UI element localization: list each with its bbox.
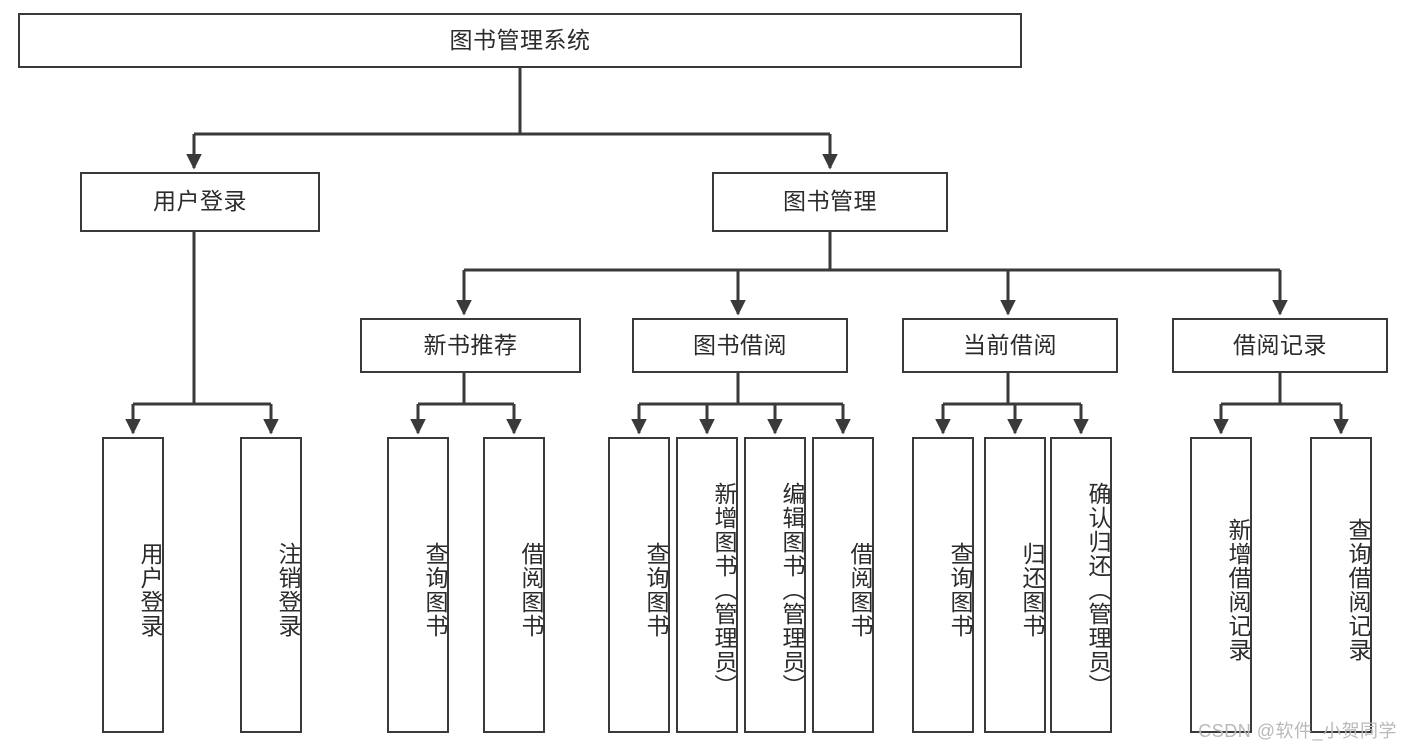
- node-level2-图书管理[interactable]: 图书管理: [712, 172, 948, 232]
- node-leaf-用户登录[interactable]: 用户登录: [102, 437, 164, 733]
- node-leaf-label: 注销登录: [275, 542, 301, 638]
- node-level3-label: 借阅记录: [1233, 331, 1327, 358]
- node-leaf-label: 编辑图书（管理员）: [779, 482, 805, 698]
- node-leaf-label: 查询图书: [643, 542, 669, 638]
- node-leaf-label: 查询图书: [422, 542, 448, 638]
- node-leaf-label: 确认归还（管理员）: [1085, 482, 1111, 698]
- node-level2-label: 图书管理: [783, 188, 877, 215]
- node-leaf-label: 归还图书: [1019, 542, 1045, 638]
- node-leaf-借阅图书[interactable]: 借阅图书: [812, 437, 874, 733]
- node-level3-图书借阅[interactable]: 图书借阅: [632, 318, 848, 373]
- node-level3-label: 当前借阅: [963, 331, 1057, 358]
- node-leaf-label: 新增借阅记录: [1225, 518, 1251, 662]
- node-leaf-label: 查询图书: [947, 542, 973, 638]
- node-leaf-查询图书[interactable]: 查询图书: [608, 437, 670, 733]
- node-root-label: 图书管理系统: [449, 26, 591, 53]
- watermark-csdn: CSDN @软件_小贺同学: [1198, 721, 1397, 741]
- node-leaf-确认归还管理员[interactable]: 确认归还（管理员）: [1050, 437, 1112, 733]
- node-level3-新书推荐[interactable]: 新书推荐: [360, 318, 581, 373]
- node-level2-用户登录[interactable]: 用户登录: [80, 172, 320, 232]
- node-leaf-注销登录[interactable]: 注销登录: [240, 437, 302, 733]
- node-level3-借阅记录[interactable]: 借阅记录: [1172, 318, 1388, 373]
- node-leaf-借阅图书[interactable]: 借阅图书: [483, 437, 545, 733]
- node-leaf-label: 查询借阅记录: [1345, 518, 1371, 662]
- node-root[interactable]: 图书管理系统: [18, 13, 1022, 68]
- node-leaf-新增图书管理员[interactable]: 新增图书（管理员）: [676, 437, 738, 733]
- node-level2-label: 用户登录: [153, 188, 247, 215]
- node-leaf-label: 用户登录: [137, 542, 163, 638]
- node-level3-当前借阅[interactable]: 当前借阅: [902, 318, 1118, 373]
- node-leaf-编辑图书管理员[interactable]: 编辑图书（管理员）: [744, 437, 806, 733]
- node-level3-label: 新书推荐: [423, 331, 518, 358]
- node-leaf-查询图书[interactable]: 查询图书: [387, 437, 449, 733]
- node-leaf-归还图书[interactable]: 归还图书: [984, 437, 1046, 733]
- node-level3-label: 图书借阅: [693, 331, 787, 358]
- node-leaf-查询借阅记录[interactable]: 查询借阅记录: [1310, 437, 1372, 733]
- node-leaf-label: 借阅图书: [518, 542, 544, 638]
- node-leaf-新增借阅记录[interactable]: 新增借阅记录: [1190, 437, 1252, 733]
- node-leaf-查询图书[interactable]: 查询图书: [912, 437, 974, 733]
- node-leaf-label: 新增图书（管理员）: [711, 482, 737, 698]
- node-leaf-label: 借阅图书: [847, 542, 873, 638]
